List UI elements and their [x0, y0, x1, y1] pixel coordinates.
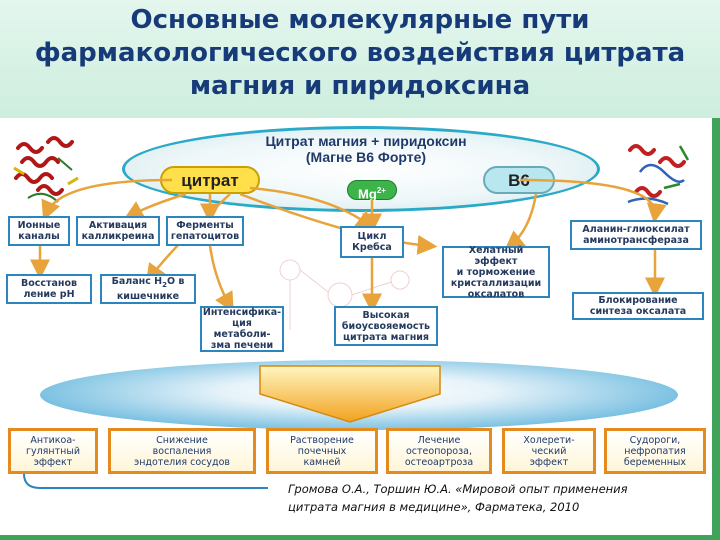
- title-line: Основные молекулярные пути: [130, 5, 590, 35]
- result-line: эффект: [33, 456, 73, 468]
- citrate-pill: цитрат: [160, 166, 260, 194]
- protein-structure-left-image: [13, 136, 79, 203]
- b6-pill: В6: [483, 166, 555, 194]
- box-line: кишечнике: [116, 290, 180, 302]
- result-line: Лечение: [417, 434, 461, 446]
- results-bracket: [23, 473, 268, 489]
- box-line: ление pH: [23, 289, 75, 300]
- box-line: аминотрансфераза: [583, 235, 689, 246]
- result-line: беременных: [623, 456, 687, 468]
- compound-name: Цитрат магния + пиридоксин: [265, 133, 467, 149]
- box-line: Восстанов: [20, 278, 78, 289]
- result-line: камней: [303, 456, 341, 468]
- box-line: гепатоцитов: [170, 231, 240, 242]
- result-line: эффект: [529, 456, 569, 468]
- box-line: цитрата магния: [342, 331, 430, 343]
- box-line: биоусвояемость: [341, 320, 431, 332]
- box-line: Кребса: [352, 242, 392, 253]
- citation-line: Громова О.А., Торшин Ю.А. «Мировой опыт …: [288, 482, 628, 496]
- result-line: остеопороза,: [405, 445, 472, 457]
- box-line: зма печени: [210, 340, 274, 351]
- box-line: и торможение: [456, 266, 536, 278]
- title-line: фармакологического воздействия цитрата: [34, 38, 686, 68]
- down-arrow-icon: [259, 365, 441, 423]
- box-line: Высокая: [362, 309, 410, 321]
- right-accent-strip: [712, 118, 720, 540]
- box-line: оксалатов: [467, 288, 525, 300]
- box-line: ция метаболи-: [213, 318, 271, 340]
- magnesium-pill: Mg2+: [347, 180, 397, 202]
- mg-charge: 2+: [376, 186, 386, 195]
- box-line: Хелатный эффект: [468, 244, 524, 267]
- result-line: Снижение: [156, 434, 208, 446]
- water-balance-box: Баланс H2O в кишечнике: [100, 274, 196, 304]
- box-text: Баланс H: [111, 276, 163, 288]
- slide-title: Основные молекулярные пути фармакологиче…: [0, 4, 720, 103]
- box-line: каналы: [18, 231, 60, 242]
- box-line: Блокирование: [598, 295, 678, 306]
- citation: Громова О.А., Торшин Ю.А. «Мировой опыт …: [288, 480, 688, 516]
- box-line: калликреина: [81, 231, 155, 242]
- result-line: остеоартроза: [404, 456, 474, 468]
- box-line: Ферменты: [176, 220, 234, 231]
- box-line: кристаллизации: [450, 277, 542, 289]
- box-line: синтеза оксалата: [589, 306, 687, 317]
- result-line: ческий: [531, 445, 567, 457]
- title-band: [0, 0, 720, 118]
- mg-symbol: Mg: [358, 186, 377, 202]
- box-subscript: 2: [162, 280, 167, 289]
- compound-title: Цитрат магния + пиридоксин (Магне В6 Фор…: [236, 133, 496, 165]
- box-line: Активация: [88, 220, 148, 231]
- result-line: Холерети-: [523, 434, 575, 446]
- result-line: нефропатия: [624, 445, 686, 457]
- result-line: Судороги,: [629, 434, 681, 446]
- result-line: почечных: [297, 445, 347, 457]
- bottom-accent-strip: [0, 535, 720, 540]
- result-line: Антикоа-: [30, 434, 76, 446]
- result-line: эндотелия сосудов: [133, 456, 231, 468]
- liver-metabolism-box: Интенсифика-ция метаболи-зма печени: [200, 306, 284, 352]
- box-line: Ионные: [17, 220, 61, 231]
- result-line: воспаления: [152, 445, 212, 457]
- citation-line: цитрата магния в медицине», Фарматека, 2…: [288, 500, 580, 514]
- compound-brand: (Магне В6 Форте): [305, 149, 427, 165]
- title-line: магния и пиридоксина: [189, 71, 531, 101]
- box-text: O в: [166, 276, 185, 288]
- result-line: гулянтный: [25, 445, 81, 457]
- box-line: Аланин-глиоксилат: [582, 224, 690, 235]
- box-line: Цикл: [357, 231, 387, 242]
- box-line: Интенсифика-: [202, 307, 282, 318]
- result-line: Растворение: [290, 434, 354, 446]
